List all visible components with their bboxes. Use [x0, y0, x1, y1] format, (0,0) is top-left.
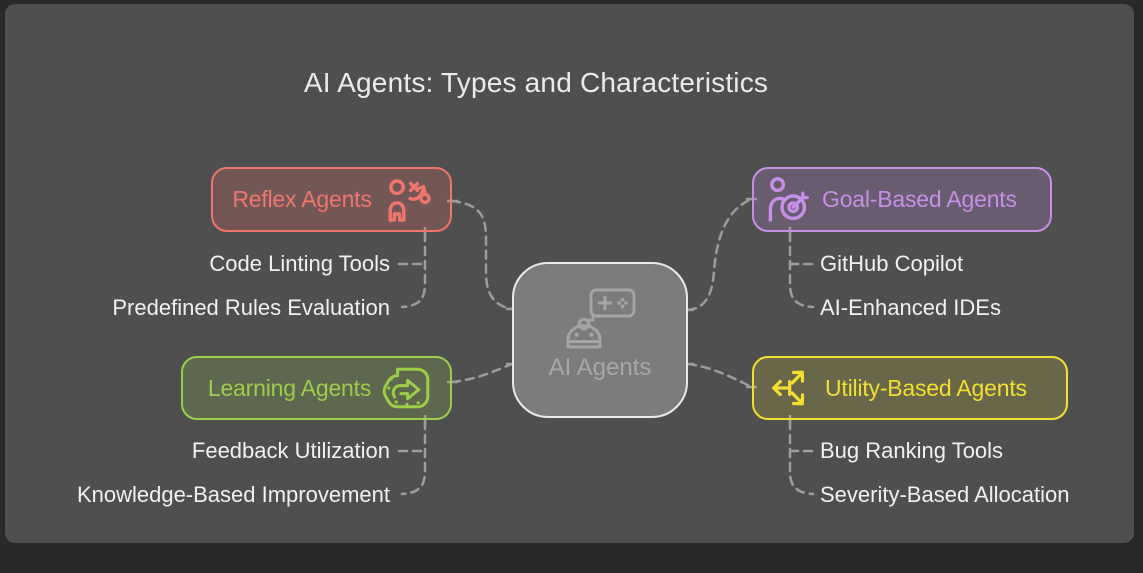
- leaf-bug-ranking-tools: Bug Ranking Tools: [820, 438, 1004, 463]
- leaf-code-linting-tools: Code Linting Tools: [209, 251, 390, 276]
- learning-arrow-icon: [382, 367, 430, 409]
- center-node-label: AI Agents: [548, 354, 652, 381]
- person-target-icon: [768, 176, 809, 222]
- center-node-ai-agents: AI Agents: [512, 262, 688, 418]
- node-goal-based-agents: Goal-Based Agents: [752, 167, 1052, 232]
- diagram-title: AI Agents: Types and Characteristics: [303, 67, 769, 98]
- leaf-knowledge-based-improvement: Knowledge-Based Improvement: [76, 482, 390, 507]
- leaf-severity-based-allocation: Severity-Based Allocation: [820, 482, 1070, 507]
- node-learning-agents: Learning Agents: [181, 356, 452, 420]
- node-utility-based-agents: Utility-Based Agents: [752, 356, 1068, 420]
- node-label: Utility-Based Agents: [825, 374, 1027, 401]
- node-reflex-agents: Reflex Agents: [211, 167, 452, 232]
- robot-gamepad-icon: [566, 288, 636, 349]
- strategy-person-icon: [388, 178, 431, 222]
- leaf-github-copilot: GitHub Copilot: [820, 251, 964, 276]
- leaf-feedback-utilization: Feedback Utilization: [191, 438, 390, 463]
- unity-arrows-icon: [772, 370, 805, 406]
- node-label: Reflex Agents: [232, 186, 372, 212]
- leaf-predefined-rules-evaluation: Predefined Rules Evaluation: [112, 295, 390, 320]
- leaf-ai-enhanced-ides: AI-Enhanced IDEs: [820, 295, 1001, 320]
- node-label: Goal-Based Agents: [822, 186, 1017, 212]
- node-label: Learning Agents: [207, 374, 372, 401]
